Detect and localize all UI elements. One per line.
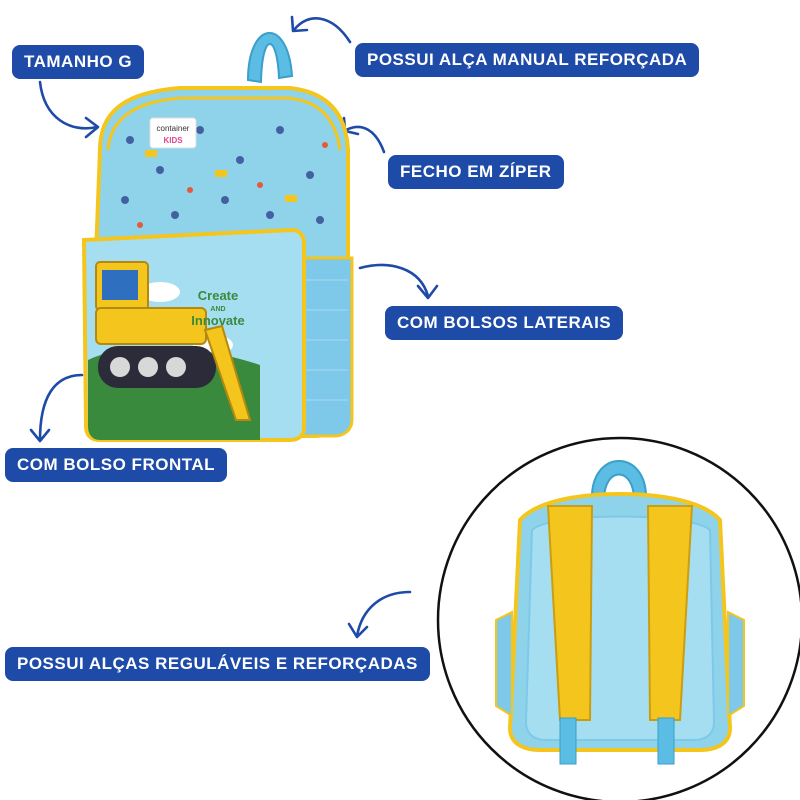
- curved-arrow-icon: [29, 373, 84, 443]
- straps-label: POSSUI ALÇAS REGULÁVEIS E REFORÇADAS: [5, 647, 430, 681]
- handle-label: POSSUI ALÇA MANUAL REFORÇADA: [355, 43, 700, 77]
- size-label: TAMANHO G: [12, 45, 145, 79]
- pocket-text-and: AND: [210, 306, 225, 313]
- curved-arrow-icon: [347, 590, 412, 639]
- front-pocket-label: COM BOLSO FRONTAL: [5, 448, 227, 482]
- pocket-text-create: Create: [198, 288, 238, 303]
- curved-arrow-icon: [38, 80, 100, 139]
- curved-arrow-icon: [358, 263, 439, 300]
- curved-arrow-icon: [290, 15, 352, 44]
- brand-name: container: [157, 124, 190, 133]
- zipper-label: FECHO EM ZÍPER: [388, 155, 564, 189]
- pocket-text-innovate: Innovate: [191, 313, 244, 328]
- brand-subname: KIDS: [163, 136, 183, 145]
- side-pockets-label: COM BOLSOS LATERAIS: [385, 306, 624, 340]
